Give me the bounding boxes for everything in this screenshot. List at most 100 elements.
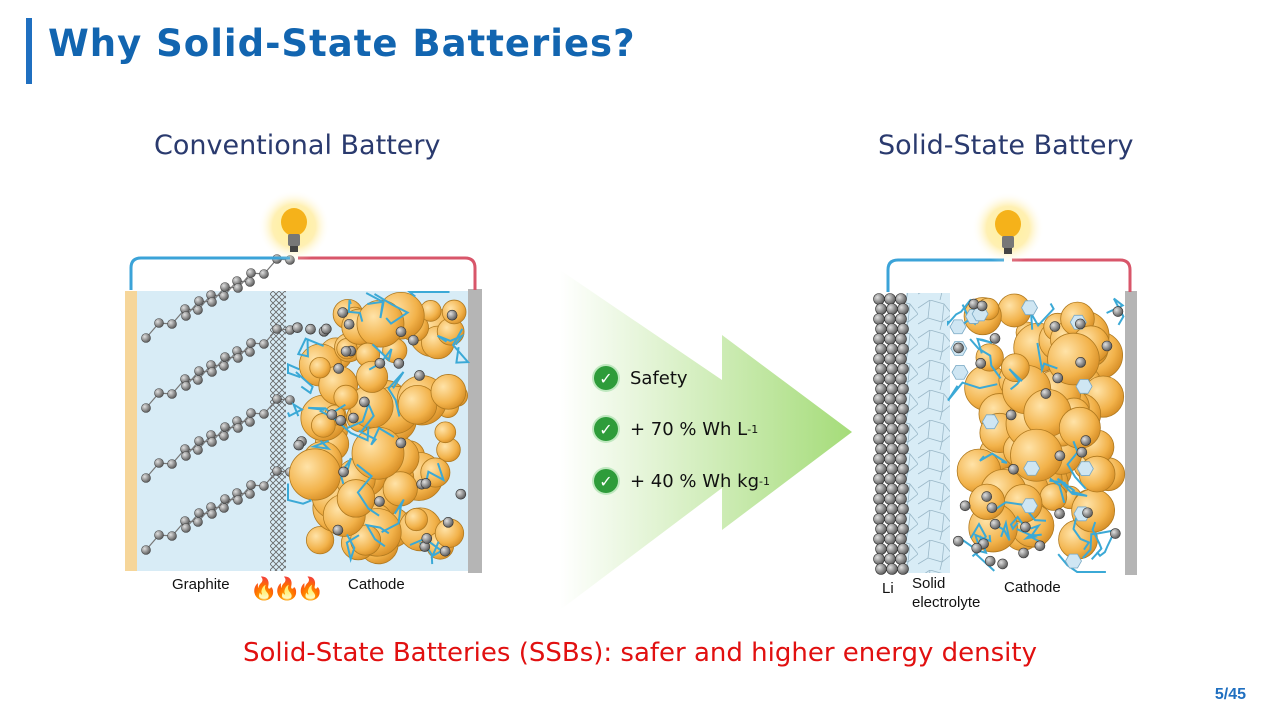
carbon-additive	[1112, 306, 1124, 317]
carbon-additive	[1020, 521, 1031, 533]
lithium-atom	[897, 403, 909, 415]
carbon-atom	[219, 431, 229, 441]
carbon-atom	[272, 324, 282, 334]
solid-state-battery-title: Solid-State Battery	[878, 130, 1134, 161]
conductive-network	[979, 452, 1008, 464]
carbon-additive	[1034, 540, 1046, 552]
check-circle-icon: ✓	[594, 469, 618, 493]
carbon-atom	[154, 388, 164, 398]
carbon-atom	[233, 495, 243, 505]
lithium-atom	[875, 563, 887, 575]
benefit-text: + 70 % Wh L	[630, 418, 748, 440]
lithium-atom	[875, 463, 887, 475]
lithium-atom	[886, 423, 898, 435]
lithium-atom	[897, 563, 909, 575]
lithium-atom	[884, 513, 896, 525]
conductive-network	[1057, 553, 1106, 573]
carbon-additive	[395, 326, 407, 338]
lithium-atom	[875, 383, 887, 395]
lithium-atom	[897, 323, 909, 335]
carbon-additive	[989, 333, 1001, 344]
lithium-atom	[895, 293, 907, 305]
carbon-additive	[305, 323, 316, 335]
carbon-additive	[1082, 507, 1093, 519]
lithium-atom	[873, 373, 885, 385]
carbon-atom	[233, 423, 243, 433]
conductive-network	[1066, 440, 1087, 490]
lithium-atom	[873, 493, 885, 505]
carbon-additive	[359, 396, 370, 408]
carbon-atom	[181, 311, 191, 321]
lithium-atom	[895, 313, 907, 325]
active-material-particle	[333, 384, 359, 410]
lithium-atom	[875, 303, 887, 315]
lithium-atom	[897, 343, 909, 355]
carbon-atom	[219, 503, 229, 513]
carbon-atom	[194, 508, 204, 518]
carbon-additive	[393, 358, 405, 369]
lithium-atom	[873, 313, 885, 325]
solid-electrolyte-particle	[981, 414, 999, 430]
carbon-additive	[333, 363, 344, 374]
lithium-atom	[873, 413, 885, 425]
conductive-network	[947, 381, 998, 402]
conductive-network	[1090, 521, 1103, 560]
lithium-atom	[884, 333, 896, 345]
conductive-network	[287, 362, 301, 379]
solid-electrolyte-label-2: electrolyte	[912, 594, 981, 611]
carbon-atom	[181, 451, 191, 461]
carbon-atom	[272, 466, 282, 476]
conductive-network	[339, 457, 352, 485]
lithium-atom	[873, 333, 885, 345]
carbon-additive	[340, 346, 352, 357]
solid-state-battery	[873, 192, 1137, 575]
carbon-atom	[194, 366, 204, 376]
carbon-atom	[194, 296, 204, 306]
carbon-atom	[207, 297, 217, 307]
title-accent-bar	[26, 18, 32, 84]
conductive-network	[373, 293, 410, 325]
solid-electrolyte-label-1: Solid	[912, 575, 946, 592]
conductive-network	[958, 522, 987, 551]
conductive-network	[1072, 517, 1091, 551]
carbon-additive	[421, 533, 433, 544]
lithium-atom	[884, 433, 896, 445]
carbon-additive	[1040, 388, 1052, 399]
conductive-network	[1036, 342, 1058, 374]
active-material-particle	[434, 421, 457, 444]
carbon-atom	[220, 422, 230, 432]
carbon-additive	[292, 322, 303, 333]
li-label: Li	[882, 580, 894, 597]
lithium-atom	[886, 303, 898, 315]
carbon-additive	[1054, 450, 1066, 462]
carbon-additive	[1005, 409, 1017, 421]
carbon-additive	[971, 542, 983, 554]
carbon-additive	[1110, 528, 1121, 539]
carbon-atom	[245, 347, 255, 357]
lithium-atom	[884, 533, 896, 545]
lithium-atom	[886, 503, 898, 515]
lithium-atom	[895, 433, 907, 445]
solid-electrolyte-particle	[949, 319, 967, 335]
carbon-additive	[338, 466, 349, 478]
conductive-network	[1056, 477, 1088, 497]
lithium-atom	[884, 393, 896, 405]
lithium-atom	[873, 353, 885, 365]
carbon-additive	[1075, 357, 1086, 368]
lithium-atom	[897, 503, 909, 515]
carbon-atom	[233, 353, 243, 363]
conductive-network	[345, 534, 360, 564]
conductive-network	[287, 483, 312, 505]
conductive-network	[309, 439, 332, 451]
benefit-gravimetric-density: ✓ + 40 % Wh kg-1	[594, 469, 770, 493]
lithium-atom	[895, 413, 907, 425]
lithium-atom	[875, 483, 887, 495]
carbon-additive	[1008, 463, 1019, 475]
solid-electrolyte-particle	[951, 364, 969, 380]
conductive-network	[1009, 515, 1029, 531]
lithium-atom	[886, 403, 898, 415]
active-material-particle	[309, 356, 331, 379]
active-material-particle	[336, 479, 376, 518]
active-material-particle	[351, 426, 405, 480]
carbon-atom	[167, 389, 177, 399]
